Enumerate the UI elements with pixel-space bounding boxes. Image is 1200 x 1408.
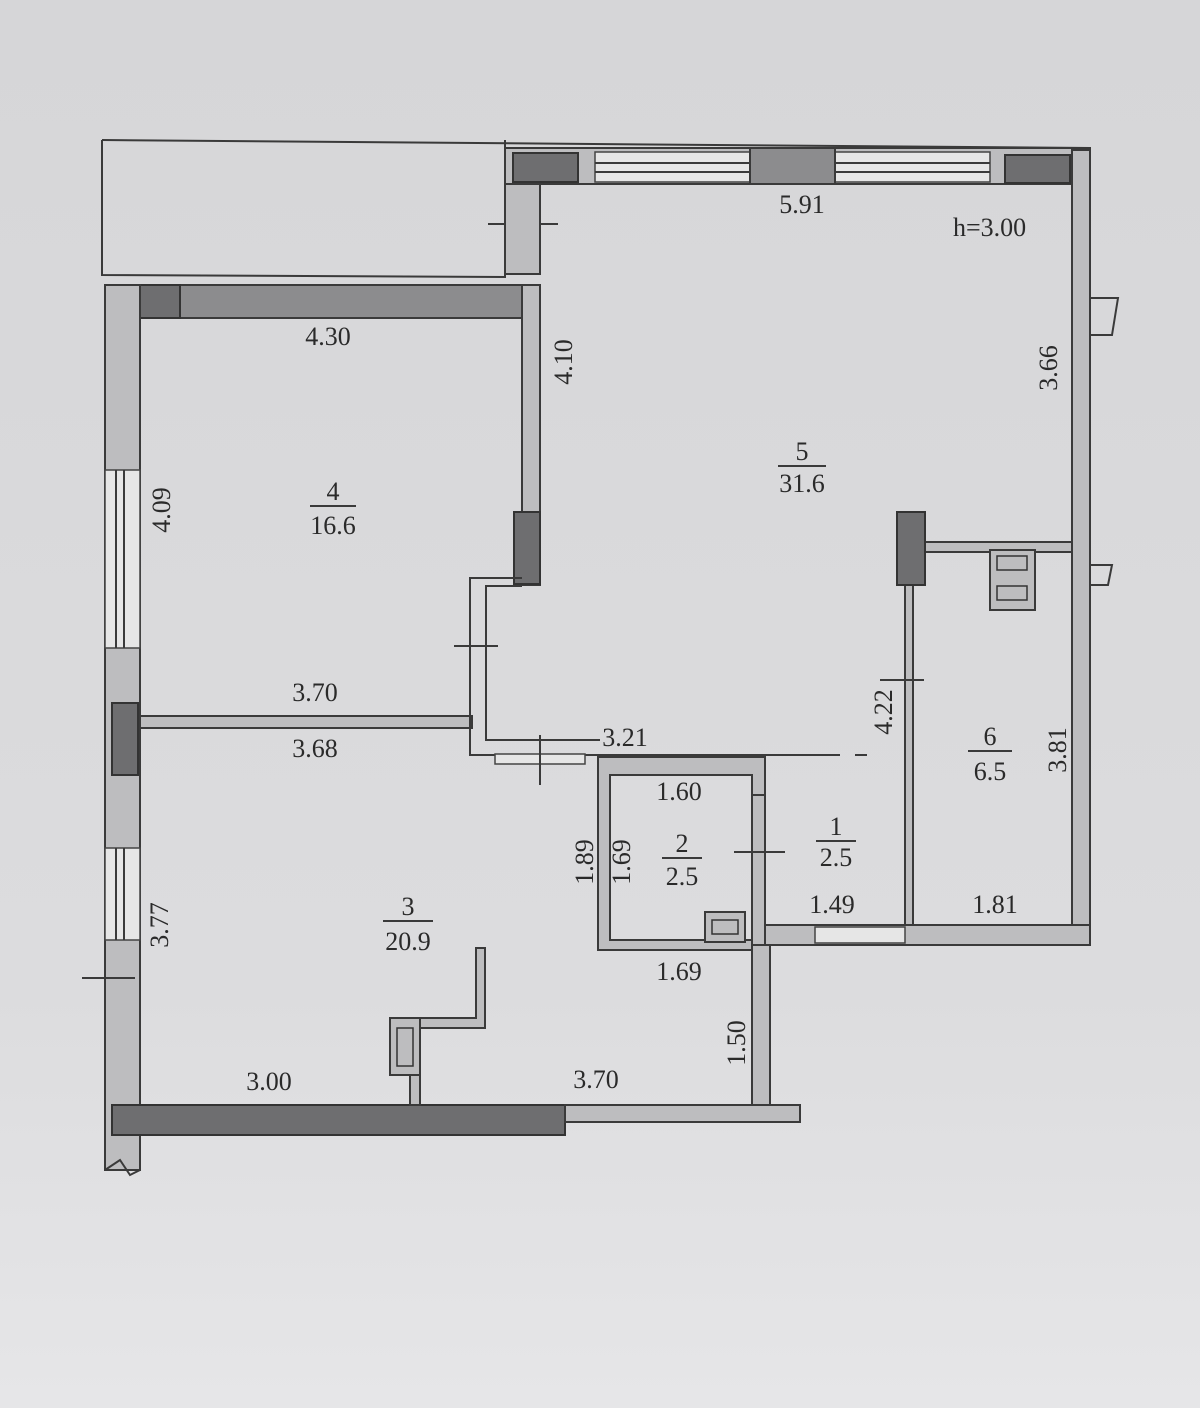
room-number: 5 <box>796 437 809 466</box>
room-area: 6.5 <box>974 757 1007 786</box>
dim-hall-top: 3.21 <box>602 723 648 752</box>
room-label-5: 5 31.6 <box>778 437 826 498</box>
room-label-1: 1 2.5 <box>816 812 856 872</box>
wall-room1-room6-bottom <box>764 924 1091 946</box>
dim-room3-left: 3.77 <box>145 902 174 948</box>
dim-room2-outer-left: 1.89 <box>570 839 599 885</box>
room-label-6: 6 6.5 <box>968 722 1012 786</box>
room-area: 2.5 <box>666 862 699 891</box>
dim-room2-left: 1.69 <box>607 839 636 885</box>
kitchen-partition <box>389 947 486 1106</box>
bathroom-walls <box>597 756 785 951</box>
dim-room3-bottom-left: 3.00 <box>246 1067 292 1096</box>
dim-room4-bottom: 3.70 <box>292 678 338 707</box>
left-wall <box>82 284 141 1177</box>
door-opening <box>814 926 906 944</box>
dim-room6-left: 4.22 <box>869 689 898 735</box>
corridor-walls <box>454 577 870 785</box>
room-area: 16.6 <box>310 511 356 540</box>
room-number: 6 <box>984 722 997 751</box>
dim-room6-right: 3.81 <box>1043 727 1072 773</box>
room-label-2: 2 2.5 <box>662 829 702 891</box>
dim-room5-right: 3.66 <box>1034 345 1063 391</box>
ventilation-shaft <box>704 911 746 943</box>
column <box>513 511 541 585</box>
room-number: 4 <box>327 477 340 506</box>
top-wall <box>504 147 1091 275</box>
dim-room1-bottom: 1.49 <box>809 890 855 919</box>
room-area: 2.5 <box>820 843 853 872</box>
room-label-4: 4 16.6 <box>310 477 356 540</box>
wall-room4-room3 <box>139 715 473 729</box>
dim-room6-bottom: 1.81 <box>972 890 1018 919</box>
dim-room3-bottom-right: 3.70 <box>573 1065 619 1094</box>
dim-room4-top: 4.30 <box>305 322 351 351</box>
wall-room3-right <box>751 944 771 1111</box>
dim-room3-top: 3.68 <box>292 734 338 763</box>
dim-room3-right: 1.50 <box>722 1020 751 1066</box>
dim-room5-top: 5.91 <box>779 190 825 219</box>
dim-room4-left: 4.09 <box>147 487 176 533</box>
dim-room2-bottom: 1.69 <box>656 957 702 986</box>
room-area: 31.6 <box>779 469 825 498</box>
room-number: 3 <box>402 892 415 921</box>
room-label-3: 3 20.9 <box>383 892 433 956</box>
ceiling-height-label: h=3.00 <box>953 213 1026 242</box>
dim-room2-top: 1.60 <box>656 777 702 806</box>
room-number: 2 <box>676 829 689 858</box>
room6-walls <box>880 511 1073 946</box>
room-area: 20.9 <box>385 927 431 956</box>
dim-room5-left: 4.10 <box>549 339 578 385</box>
bottom-wall <box>111 1104 801 1136</box>
room-number: 1 <box>830 812 843 841</box>
